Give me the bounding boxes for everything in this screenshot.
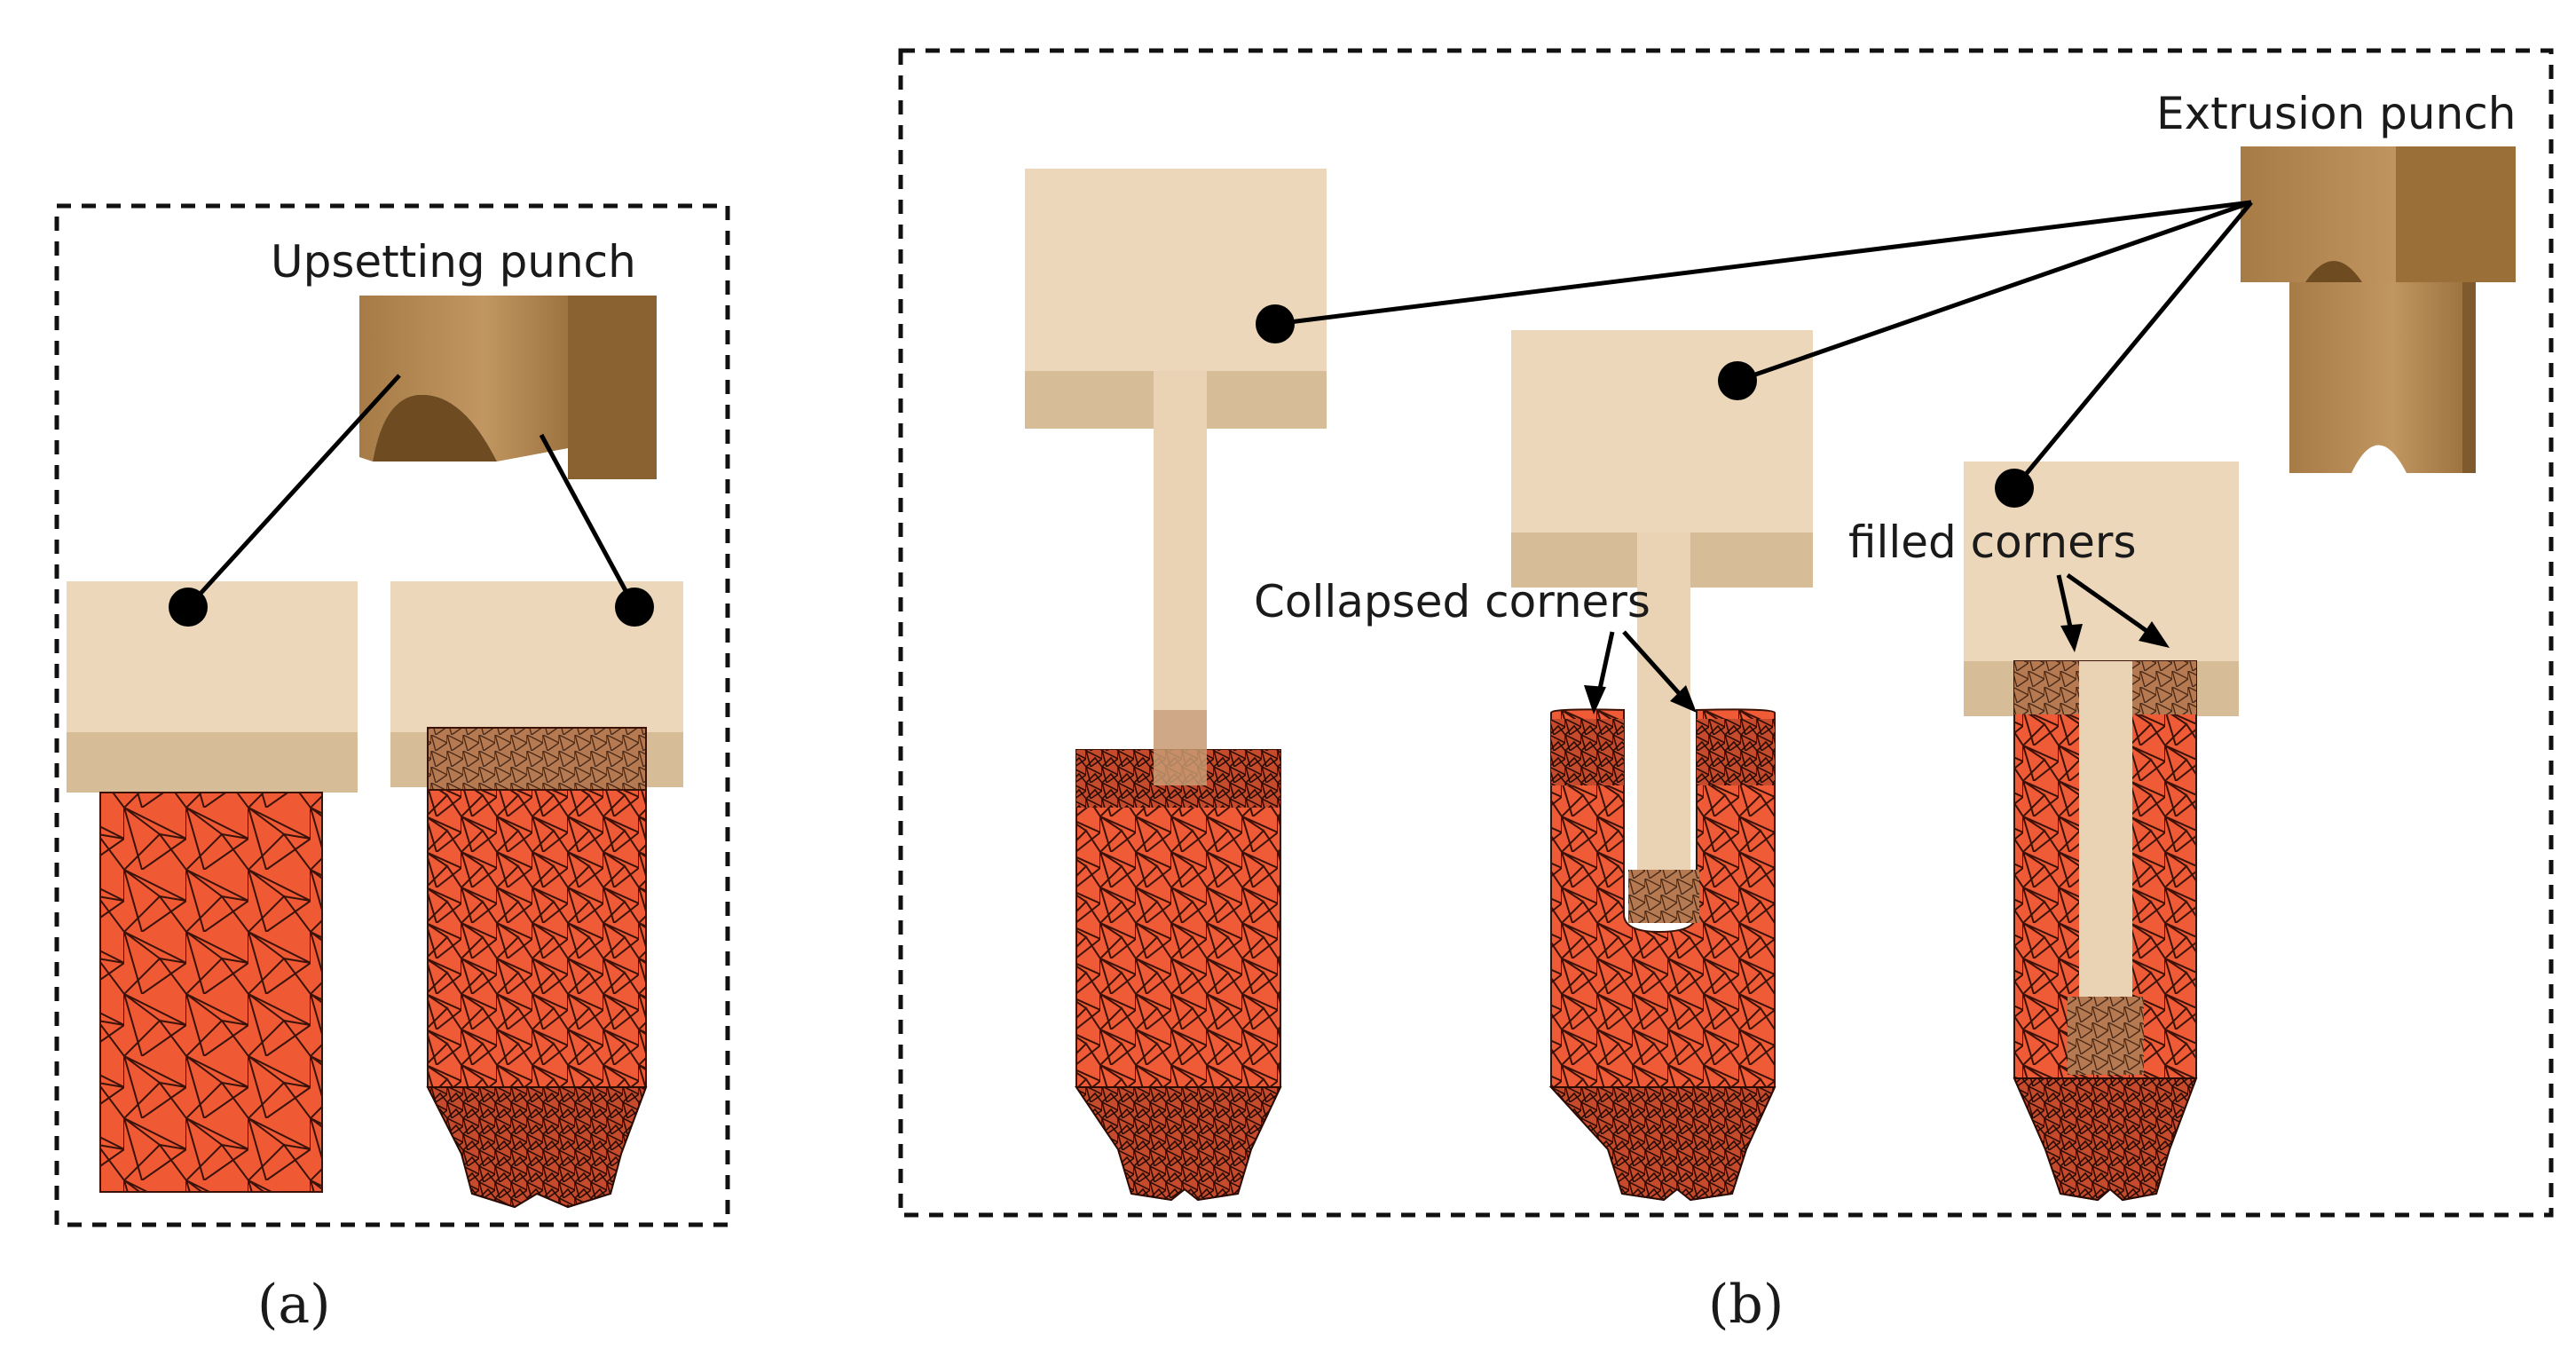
arrow-filled-right [2066,572,2154,637]
die-b2 [1511,330,1813,532]
leader-b3 [2013,201,2253,490]
upsetting-punch-label: Upsetting punch [271,236,636,288]
billet-b3-tip [2013,1077,2198,1202]
arrow-filled-left [2056,574,2075,635]
stage-a2 [390,581,683,1209]
extrusion-punch-label: Extrusion punch [2156,88,2516,139]
caption-b: (b) [1708,1274,1784,1336]
billet-a1 [99,792,323,1193]
billet-b2-band [1551,719,1624,785]
stem-tip-b1 [1154,710,1207,785]
stage-b1 [1025,169,1327,1202]
panel-b: Extrusion punch [898,48,2554,1336]
billet-b2-band-r [1697,719,1775,785]
panel-a-frame [54,203,730,1227]
leader-b1 [1274,200,2252,327]
punch-stem-b1 [1154,371,1207,710]
stage-b2 [1511,330,1813,1202]
arrow-collapsed-right [1622,630,1688,703]
filled-corners-label: filled corners [1848,517,2137,568]
arrow-collapsed-left-head [1584,685,1606,714]
billet-a2-top [427,727,647,791]
arrow-collapsed-right-head [1670,685,1697,713]
die-a1-band [67,732,358,793]
cavity-b2 [1628,870,1699,923]
stage-b3 [1964,462,2239,1202]
leader-a2 [539,433,637,609]
cavity-b3 [2068,997,2144,1075]
arrow-filled-left-head [2060,624,2083,652]
panel-b-frame [898,48,2554,1218]
caption-a: (a) [257,1274,331,1336]
billet-a2-tip [426,1086,648,1209]
die-a1 [67,581,358,732]
upsetting-punch [359,296,657,479]
leader-b2 [1737,200,2252,383]
billet-b2-tip [1548,1086,1776,1202]
punch-stem-b3 [2079,661,2132,997]
stage-a1 [67,581,358,1193]
extrusion-punch [2241,146,2516,473]
collapsed-corners-label: Collapsed corners [1254,576,1650,627]
billet-b1-tip [1075,1086,1282,1202]
billet-b2 [1550,708,1776,1202]
leader-a1 [186,374,401,609]
panel-a: Upsetting punch (a) [54,203,730,1336]
arrow-filled-right-head [2139,621,2170,648]
